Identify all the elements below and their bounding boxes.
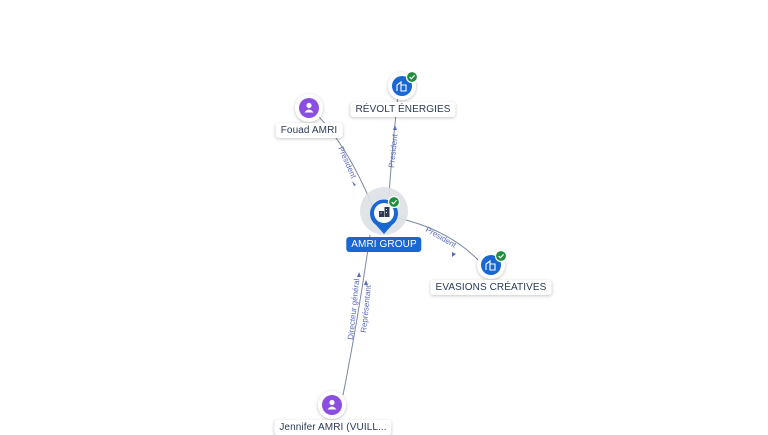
verified-check-icon [494, 249, 508, 263]
node-jennifer-amri[interactable] [318, 391, 346, 419]
node-label-jennifer-amri[interactable]: Jennifer AMRI (VUILL... [274, 420, 392, 435]
verified-check-icon [405, 70, 419, 84]
edge-main-to-evasions[interactable] [397, 217, 481, 263]
node-fouad-amri[interactable] [295, 94, 323, 122]
node-evasions-creatives[interactable] [477, 249, 508, 280]
building-icon [396, 80, 407, 92]
edge-arrow [364, 280, 368, 285]
person-icon [327, 399, 337, 410]
edge-arrow [357, 272, 361, 277]
node-label-amri-group[interactable]: AMRI GROUP [346, 237, 422, 252]
edge-label-main-revolt: President [387, 133, 400, 168]
person-icon [304, 102, 314, 113]
edges [309, 94, 481, 396]
edge-label-main-evasions: President [424, 225, 458, 250]
edge-arrow [452, 252, 456, 257]
node-amri-group[interactable] [360, 187, 408, 235]
edge-jennifer-to-main[interactable] [342, 234, 371, 396]
node-revolt-energies[interactable] [388, 70, 419, 101]
building-icon [379, 207, 390, 217]
node-label-revolt-energies[interactable]: RÉVOLT ÉNERGIES [350, 102, 456, 117]
building-icon [485, 259, 496, 271]
edge-arrow [352, 181, 356, 186]
verified-check-icon [387, 195, 401, 209]
node-label-fouad-amri[interactable]: Fouad AMRI [275, 123, 343, 138]
edge-label-fouad-main: President [336, 145, 358, 180]
edge-arrow [393, 125, 397, 130]
node-label-evasions-creatives[interactable]: EVASIONS CRÉATIVES [430, 280, 552, 295]
